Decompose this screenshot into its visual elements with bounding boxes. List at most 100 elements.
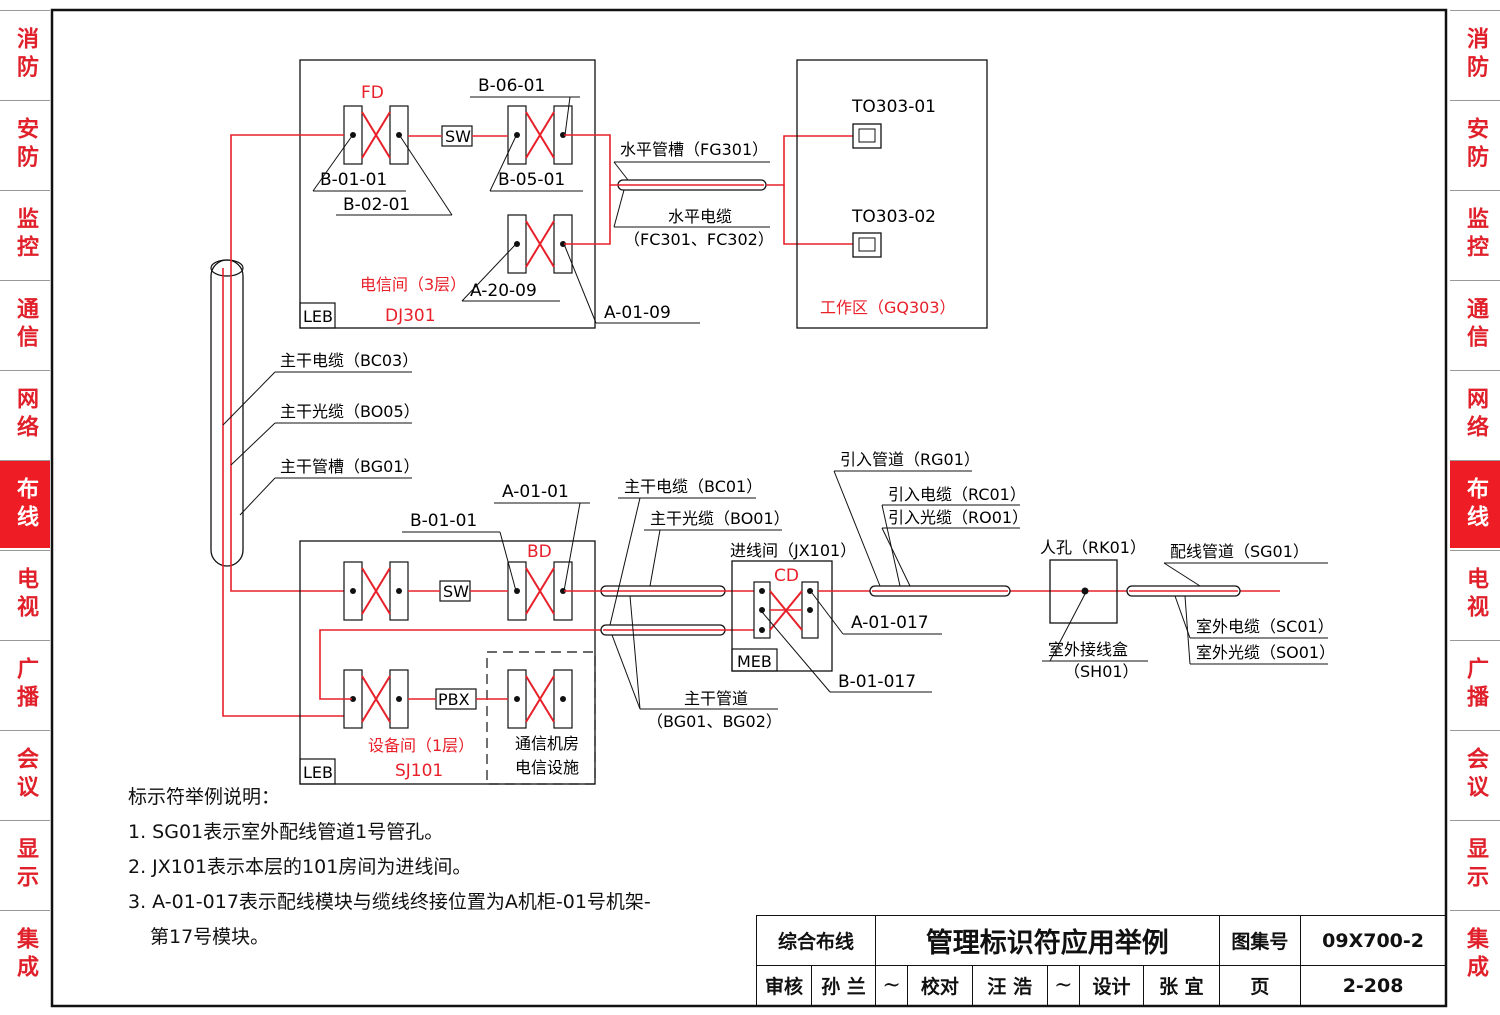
meb-label: MEB xyxy=(737,652,772,671)
title-block: 综合布线 管理标识符应用举例 图集号 09X700-2 审核 孙 兰 ~ 校对 … xyxy=(755,914,1446,1006)
bg-codes: （BG01、BG02） xyxy=(647,712,782,731)
page-label: 页 xyxy=(1218,965,1302,1006)
upper-sw-label: SW xyxy=(445,127,471,146)
tab-6[interactable]: 电视 xyxy=(0,550,50,638)
rc01-label: 引入电缆（RC01） xyxy=(888,485,1026,504)
lower-room-code: SJ101 xyxy=(395,761,443,781)
tab-10[interactable]: 集成 xyxy=(1450,910,1500,998)
to1-label: TO303-01 xyxy=(851,97,936,117)
entrance-room-box xyxy=(731,560,833,672)
notes-section: 标示符举例说明： 1. SG01表示室外配线管道1号管孔。 2. JX101表示… xyxy=(128,780,651,955)
page-number: 2-208 xyxy=(1300,965,1446,1006)
upper-room-label: 电信间（3层） xyxy=(360,275,466,294)
design-label: 设计 xyxy=(1078,965,1145,1006)
b0501-label: B-05-01 xyxy=(498,170,565,190)
lower-patch-panel xyxy=(343,561,409,621)
tab-1[interactable]: 安防 xyxy=(1450,100,1500,188)
jx101-label: 进线间（JX101） xyxy=(730,541,856,560)
sg01-label: 配线管道（SG01） xyxy=(1170,542,1309,561)
so01-label: 室外光缆（SO01） xyxy=(1196,643,1335,662)
telecom-facility-box xyxy=(486,651,596,785)
bo05-label: 主干光缆（BO05） xyxy=(280,402,420,421)
b0101-label: B-01-01 xyxy=(320,170,387,190)
sh01-label: 室外接线盒 xyxy=(1048,640,1128,659)
tab-2[interactable]: 监控 xyxy=(0,190,50,278)
bg01-riser-label: 主干管槽（BG01） xyxy=(280,457,419,476)
review-label: 审核 xyxy=(756,965,812,1006)
tab-7[interactable]: 广播 xyxy=(0,640,50,728)
reviewer-signature: ~ xyxy=(875,965,909,1006)
work-area-label: 工作区（GQ303） xyxy=(820,298,956,317)
tab-4[interactable]: 网络 xyxy=(1450,370,1500,458)
tab-3[interactable]: 通信 xyxy=(1450,280,1500,368)
rg01-label: 引入管道（RG01） xyxy=(840,450,980,469)
notes-title: 标示符举例说明： xyxy=(128,786,281,808)
manhole-box xyxy=(1049,559,1118,624)
a0101-label: A-01-01 xyxy=(502,482,569,502)
outlet-icon xyxy=(852,123,882,149)
drawing-title: 管理标识符应用举例 xyxy=(875,914,1220,967)
tab-9[interactable]: 显示 xyxy=(0,820,50,908)
checker-name: 汪 浩 xyxy=(971,965,1048,1006)
ro01-label: 引入光缆（RO01） xyxy=(888,508,1028,527)
note-2: 2. JX101表示本层的101房间为进线间。 xyxy=(128,856,472,878)
tab-0[interactable]: 消防 xyxy=(0,10,50,98)
atlas-number: 09X700-2 xyxy=(1300,914,1446,967)
tab-5[interactable]: 布线 xyxy=(1450,460,1500,548)
bc01-label: 主干电缆（BC01） xyxy=(624,477,762,496)
tab-6[interactable]: 电视 xyxy=(1450,550,1500,638)
tab-8[interactable]: 会议 xyxy=(0,730,50,818)
b0601-label: B-06-01 xyxy=(478,76,545,96)
telecom-room-box xyxy=(299,59,596,329)
rk01-label: 人孔（RK01） xyxy=(1040,538,1146,557)
bd-label: BD xyxy=(527,542,552,562)
fc-label: 水平电缆 xyxy=(668,207,732,226)
a0109-label: A-01-09 xyxy=(604,303,671,323)
to2-label: TO303-02 xyxy=(851,207,936,227)
note-3: 3. A-01-017表示配线模块与缆线终接位置为A机柜-01号机架- xyxy=(128,891,651,913)
tab-9[interactable]: 显示 xyxy=(1450,820,1500,908)
tab-10[interactable]: 集成 xyxy=(0,910,50,998)
tab-2[interactable]: 监控 xyxy=(1450,190,1500,278)
category-cell: 综合布线 xyxy=(755,914,877,967)
fc-codes: （FC301、FC302） xyxy=(624,230,774,249)
pbx-label: PBX xyxy=(438,690,470,709)
lower-leb-label: LEB xyxy=(303,763,333,782)
work-area-box xyxy=(796,59,988,329)
tab-4[interactable]: 网络 xyxy=(0,370,50,458)
b0201-label: B-02-01 xyxy=(343,195,410,215)
cd-label: CD xyxy=(774,566,799,586)
tab-1[interactable]: 安防 xyxy=(0,100,50,188)
designer-name: 张 宜 xyxy=(1143,965,1220,1006)
upper-room-code: DJ301 xyxy=(385,306,436,326)
bg-label: 主干管道 xyxy=(684,689,748,708)
sh01-code: （SH01） xyxy=(1064,662,1139,681)
reviewer-name: 孙 兰 xyxy=(810,965,877,1006)
checker-signature: ~ xyxy=(1046,965,1080,1006)
lower-sw-label: SW xyxy=(443,582,469,601)
outlet-icon xyxy=(852,232,882,258)
b01017-label: B-01-017 xyxy=(838,672,916,692)
telecom-patch-panel xyxy=(507,669,573,729)
backbone-riser xyxy=(210,259,244,567)
telecom-facility-label: 电信设施 xyxy=(515,758,579,777)
bc03-label: 主干电缆（BC03） xyxy=(280,351,418,370)
fg301-label: 水平管槽（FG301） xyxy=(620,140,768,159)
telecom-room-label: 通信机房 xyxy=(515,734,579,753)
atlas-label: 图集号 xyxy=(1218,914,1302,967)
tab-8[interactable]: 会议 xyxy=(1450,730,1500,818)
note-1: 1. SG01表示室外配线管道1号管孔。 xyxy=(128,821,444,843)
lower-b0101-label: B-01-01 xyxy=(410,511,477,531)
tab-7[interactable]: 广播 xyxy=(1450,640,1500,728)
tab-3[interactable]: 通信 xyxy=(0,280,50,368)
pbx-patch-panel xyxy=(343,669,409,729)
check-label: 校对 xyxy=(907,965,973,1006)
a2009-label: A-20-09 xyxy=(470,281,537,301)
sc01-label: 室外电缆（SC01） xyxy=(1196,617,1334,636)
a01017-label: A-01-017 xyxy=(851,613,929,633)
tab-5[interactable]: 布线 xyxy=(0,460,50,548)
tab-0[interactable]: 消防 xyxy=(1450,10,1500,98)
fd-patch-panel xyxy=(343,105,409,165)
fd-label: FD xyxy=(361,83,384,103)
